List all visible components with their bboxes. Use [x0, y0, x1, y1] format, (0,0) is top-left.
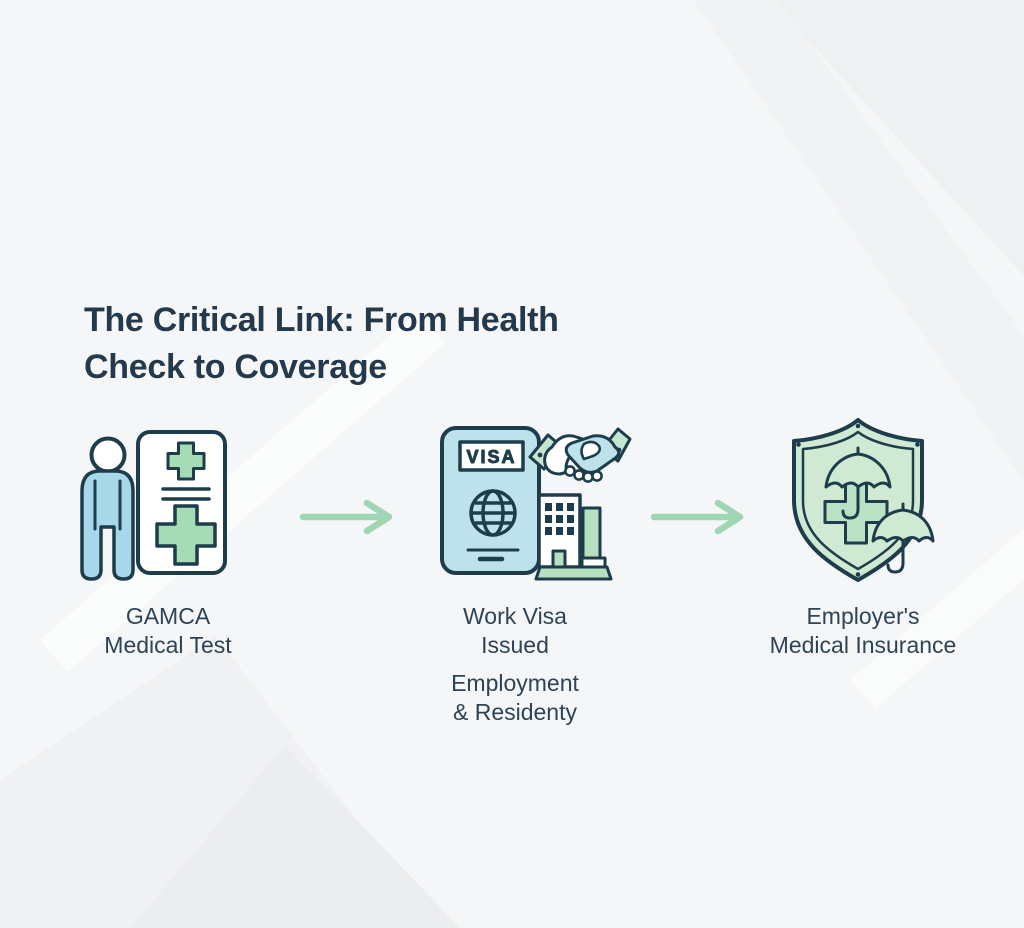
- insurance-shield-icon: [786, 416, 938, 586]
- step-label-gamca-medical-test: GAMCA Medical Test: [28, 602, 308, 660]
- step-label-line: & Residenty: [452, 699, 577, 725]
- visa-label: VISA: [466, 447, 516, 467]
- shield-inner-line: [801, 430, 915, 571]
- medical-cross-icon: [823, 479, 889, 545]
- arrow-right-icon: [650, 499, 746, 535]
- background-shape-top-right: [771, 0, 1024, 276]
- step-label-line: Employer's: [806, 603, 920, 629]
- step-label-line: Issued: [481, 632, 549, 658]
- step-label-line: Medical Insurance: [769, 632, 957, 658]
- step-label-line: Medical Test: [104, 632, 232, 658]
- small-umbrella-icon: [871, 502, 935, 574]
- page-title: The Critical Link: From Health Check to …: [84, 297, 684, 391]
- step-label-line: Employment: [451, 670, 579, 696]
- person-head: [89, 436, 127, 474]
- step-sublabel-employment-residency: Employment & Residenty: [375, 669, 655, 727]
- visa-label-box: [458, 440, 525, 472]
- step-label-employers-medical-insurance: Employer's Medical Insurance: [723, 602, 1003, 660]
- work-visa-icon: VISA: [434, 421, 632, 589]
- large-cross-icon: [155, 504, 217, 566]
- small-cross-icon: [166, 441, 206, 481]
- page-title-line-1: The Critical Link: From Health: [84, 300, 559, 339]
- page-title-line-2: Check to Coverage: [84, 347, 387, 386]
- step-label-line: GAMCA: [125, 603, 211, 629]
- handshake-icon: [528, 427, 632, 483]
- background-shape-bottom-left-peak: [130, 744, 460, 928]
- arrow-right-icon: [299, 499, 395, 535]
- umbrella-icon: [824, 446, 892, 520]
- step-label-line: Work Visa: [463, 603, 567, 629]
- globe-icon: [469, 489, 517, 537]
- building-icon: [534, 493, 613, 581]
- person-body: [80, 469, 135, 581]
- step-label-work-visa-issued: Work Visa Issued: [375, 602, 655, 660]
- medical-test-icon: [76, 423, 238, 583]
- shield-dots: [796, 423, 920, 577]
